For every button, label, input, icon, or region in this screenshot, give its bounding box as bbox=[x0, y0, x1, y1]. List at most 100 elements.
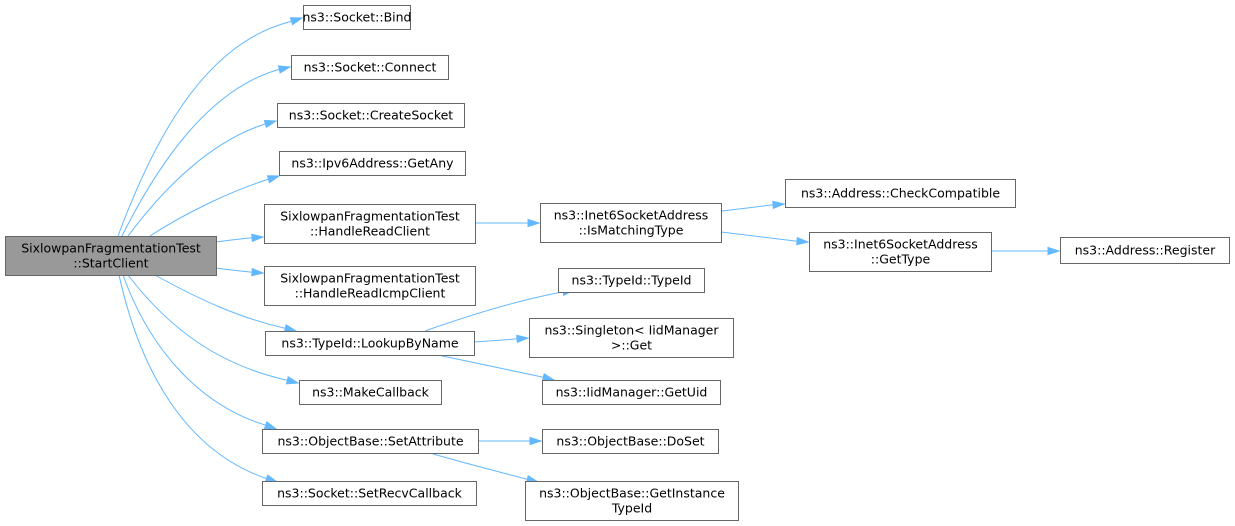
node-label: ns3::Socket::CreateSocket bbox=[289, 108, 454, 123]
node-label: >::Get bbox=[611, 338, 652, 353]
node-typeid-lookup-by-name[interactable]: ns3::TypeId::LookupByName bbox=[265, 331, 475, 356]
edge-lookupbyname-singleton bbox=[473, 334, 530, 344]
edge-line bbox=[118, 274, 267, 479]
node-label: ::IsMatchingType bbox=[579, 223, 684, 238]
node-typeid-typeid[interactable]: ns3::TypeId::TypeId bbox=[558, 268, 705, 293]
node-iidmanager-get-uid[interactable]: ns3::IidManager::GetUid bbox=[542, 380, 721, 405]
edge-line bbox=[121, 69, 280, 237]
node-start-client[interactable]: SixlowpanFragmentationTest::StartClient bbox=[5, 236, 217, 276]
node-inet6-get-type[interactable]: ns3::Inet6SocketAddress::GetType bbox=[809, 232, 992, 272]
arrowhead-icon bbox=[263, 421, 278, 430]
node-singleton-iidmanager-get[interactable]: ns3::Singleton< IidManager>::Get bbox=[529, 318, 734, 358]
node-label: ns3::Singleton< IidManager bbox=[544, 323, 719, 338]
nodes: SixlowpanFragmentationTest::StartClient … bbox=[5, 5, 1230, 521]
arrowhead-icon bbox=[529, 436, 543, 446]
node-socket-bind[interactable]: ns3::Socket::Bind bbox=[303, 5, 412, 30]
node-objectbase-doset[interactable]: ns3::ObjectBase::DoSet bbox=[542, 429, 719, 454]
node-box bbox=[299, 380, 442, 405]
node-label: ns3::Inet6SocketAddress bbox=[823, 237, 978, 252]
node-box bbox=[529, 318, 734, 358]
node-box bbox=[809, 232, 992, 272]
edge-line bbox=[154, 274, 286, 329]
edge-startclient-connect bbox=[121, 65, 292, 237]
edge-startclient-setattribute bbox=[122, 274, 278, 430]
arrowhead-icon bbox=[289, 17, 304, 26]
edge-startclient-setrecvcallback bbox=[118, 274, 279, 483]
node-label: ns3::Address::Register bbox=[1075, 243, 1216, 258]
arrowhead-icon bbox=[277, 65, 292, 74]
edge-startclient-getany bbox=[149, 175, 281, 237]
edge-line bbox=[429, 452, 528, 480]
node-label: ns3::Inet6SocketAddress bbox=[554, 208, 709, 223]
arrowhead-icon bbox=[796, 236, 810, 246]
node-label: ns3::Socket::SetRecvCallback bbox=[277, 486, 462, 501]
node-label: ns3::MakeCallback bbox=[312, 385, 430, 400]
node-label: SixlowpanFragmentationTest bbox=[280, 209, 460, 224]
edge-line bbox=[122, 274, 266, 426]
node-box bbox=[558, 268, 705, 293]
node-handle-read-client[interactable]: SixlowpanFragmentationTest::HandleReadCl… bbox=[264, 204, 476, 244]
node-box bbox=[303, 5, 411, 30]
edge-startclient-bind bbox=[117, 17, 304, 237]
node-label: ns3::TypeId::TypeId bbox=[572, 273, 692, 288]
node-socket-set-recv-callback[interactable]: ns3::Socket::SetRecvCallback bbox=[262, 481, 477, 506]
node-handle-read-icmp-client[interactable]: SixlowpanFragmentationTest::HandleReadIc… bbox=[264, 266, 476, 306]
node-label: SixlowpanFragmentationTest bbox=[21, 241, 201, 256]
edge-line bbox=[473, 338, 518, 343]
edge-line bbox=[127, 123, 266, 237]
node-label: TypeId bbox=[611, 501, 652, 516]
node-objectbase-set-attribute[interactable]: ns3::ObjectBase::SetAttribute bbox=[262, 429, 479, 454]
node-label: ::HandleReadIcmpClient bbox=[295, 286, 446, 301]
node-box bbox=[540, 203, 722, 243]
edge-setattribute-doset bbox=[478, 436, 543, 446]
edge-line bbox=[437, 354, 544, 378]
edge-setattribute-getinstance bbox=[429, 452, 540, 484]
arrowhead-icon bbox=[263, 119, 278, 129]
node-address-register[interactable]: ns3::Address::Register bbox=[1060, 237, 1230, 264]
node-box bbox=[5, 236, 217, 276]
node-label: ns3::Ipv6Address::GetAny bbox=[291, 156, 454, 171]
edge-line bbox=[127, 274, 288, 381]
node-box bbox=[264, 266, 476, 306]
arrowhead-icon bbox=[1047, 246, 1061, 256]
edge-line bbox=[720, 204, 774, 212]
edge-handlereadclient-ismatching bbox=[474, 218, 541, 228]
node-box bbox=[785, 179, 1016, 208]
edge-lookupbyname-getuid bbox=[437, 354, 556, 382]
node-label: ns3::ObjectBase::DoSet bbox=[556, 434, 704, 449]
arrowhead-icon bbox=[541, 373, 556, 382]
node-box bbox=[542, 380, 721, 405]
node-label: ns3::Address::CheckCompatible bbox=[801, 186, 1000, 201]
node-label: ns3::ObjectBase::SetAttribute bbox=[277, 434, 463, 449]
node-make-callback[interactable]: ns3::MakeCallback bbox=[299, 380, 442, 405]
edge-startclient-handlereadicmp bbox=[215, 267, 265, 277]
node-box bbox=[262, 481, 477, 506]
node-box bbox=[1060, 237, 1230, 264]
arrowhead-icon bbox=[251, 267, 265, 277]
node-address-check-compatible[interactable]: ns3::Address::CheckCompatible bbox=[785, 179, 1016, 208]
node-label: SixlowpanFragmentationTest bbox=[280, 271, 460, 286]
node-label: ns3::Socket::Bind bbox=[303, 10, 412, 25]
node-label: ns3::TypeId::LookupByName bbox=[281, 336, 458, 351]
node-label: ::GetType bbox=[871, 252, 931, 267]
arrowhead-icon bbox=[283, 324, 298, 333]
node-socket-connect[interactable]: ns3::Socket::Connect bbox=[291, 55, 449, 80]
arrowhead-icon bbox=[251, 233, 265, 243]
node-box bbox=[264, 204, 476, 244]
edge-ismatching-checkcompatible bbox=[720, 200, 786, 212]
node-label: ::StartClient bbox=[73, 256, 148, 271]
node-ipv6address-getany[interactable]: ns3::Ipv6Address::GetAny bbox=[279, 151, 466, 176]
edge-gettype-register bbox=[991, 246, 1061, 256]
node-inet6-is-matching-type[interactable]: ns3::Inet6SocketAddress::IsMatchingType bbox=[540, 203, 722, 243]
node-socket-create-socket[interactable]: ns3::Socket::CreateSocket bbox=[277, 103, 465, 128]
node-box bbox=[279, 151, 466, 176]
node-box bbox=[277, 103, 465, 128]
node-box bbox=[262, 429, 479, 454]
edge-startclient-makecallback bbox=[127, 274, 300, 385]
edge-line bbox=[117, 20, 292, 237]
edge-ismatching-gettype bbox=[720, 231, 810, 246]
node-label: ns3::ObjectBase::GetInstance bbox=[539, 486, 725, 501]
arrowhead-icon bbox=[527, 218, 541, 228]
